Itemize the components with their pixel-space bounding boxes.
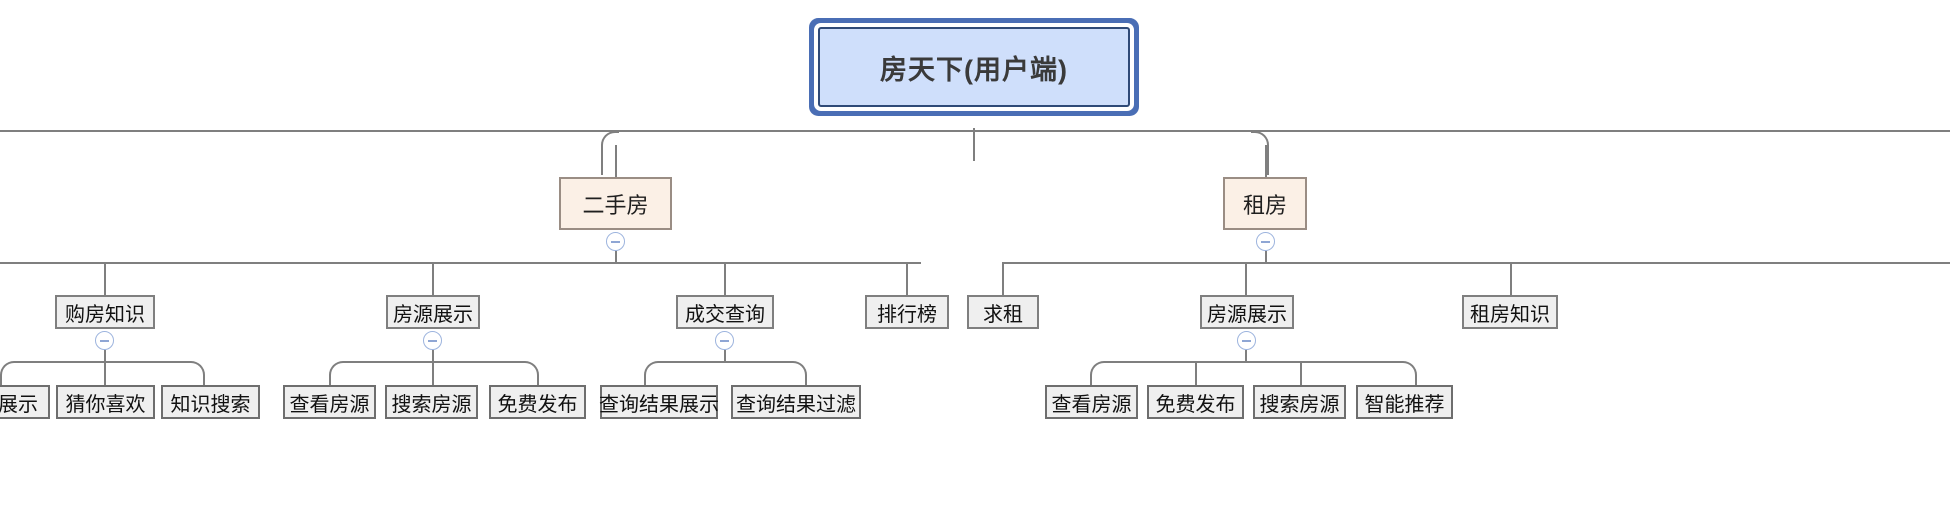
connector-rail-fya-right (432, 361, 523, 363)
node-ershoufang[interactable]: 二手房 (559, 177, 672, 230)
connector-elbow-leaf-zhinengtuijian (1399, 361, 1417, 387)
connector-drop-fangyuanzhanshi-a (432, 262, 434, 295)
connector-ershoufang-drop (615, 251, 617, 263)
minus-glyph (428, 339, 437, 342)
node-root[interactable]: 房天下(用户端) (818, 27, 1130, 107)
collapse-minus-icon-fangyuanzhanshi-a[interactable] (423, 331, 442, 350)
connector-drop-chengjiaochaxun (724, 262, 726, 295)
connector-rail-goufangzhishi-left (14, 361, 104, 363)
node-goufangzhishi[interactable]: 购房知识 (55, 295, 155, 329)
connector-rail-fyb-right (1245, 361, 1401, 363)
connector-ershoufang-rail (0, 262, 921, 264)
leaf-chaxun-jieguo-guolv[interactable]: 查询结果过滤 (731, 385, 861, 419)
leaf-sousuo-fangyuan-a[interactable]: 搜索房源 (385, 385, 478, 419)
connector-drop-leaf-caiNiXihuan (104, 361, 106, 385)
collapse-minus-icon-zufang[interactable] (1256, 232, 1275, 251)
connector-rail-fya-left (343, 361, 432, 363)
connector-fangyuanzhanshi-b-drop (1245, 350, 1247, 362)
minus-glyph (1261, 240, 1270, 243)
node-fangyuanzhanshi-b[interactable]: 房源展示 (1200, 295, 1294, 329)
connector-zufang-rail (1002, 262, 1950, 264)
connector-rail-cjcx-right (724, 361, 791, 363)
leaf-sousuo-fangyuan-b[interactable]: 搜索房源 (1253, 385, 1346, 419)
collapse-minus-icon-fangyuanzhanshi-b[interactable] (1237, 331, 1256, 350)
connector-drop-qiuzu (1002, 262, 1004, 295)
leaf-mianfei-fabu-a[interactable]: 免费发布 (489, 385, 586, 419)
connector-rail-goufangzhishi-right (104, 361, 189, 363)
node-fangyuanzhanshi-a[interactable]: 房源展示 (386, 295, 480, 329)
minus-glyph (720, 339, 729, 342)
connector-drop-leaf-sousuofangyuan-a (432, 361, 434, 385)
connector-main-rail (0, 130, 1950, 132)
connector-elbow-leaf-mianfeifabu-a (521, 361, 539, 387)
collapse-minus-icon-ershoufang[interactable] (606, 232, 625, 251)
connector-zufang-drop (1265, 251, 1267, 263)
connector-elbow-leaf-zhanshi (0, 361, 18, 387)
connector-elbow-leaf-chakanfangyuan-b (1090, 361, 1108, 387)
connector-drop-paihangbang (906, 262, 908, 295)
minus-glyph (100, 339, 109, 342)
connector-fangyuanzhanshi-a-drop (432, 350, 434, 362)
connector-elbow-ershoufang (601, 131, 619, 175)
connector-elbow-zufang (1251, 131, 1269, 175)
connector-rail-fyb-left (1104, 361, 1245, 363)
collapse-minus-icon-chengjiaochaxun[interactable] (715, 331, 734, 350)
leaf-zhanshi[interactable]: 展示 (0, 385, 50, 419)
connector-drop-leaf-sousuofangyuan-b (1300, 361, 1302, 385)
connector-rail-cjcx-left (658, 361, 724, 363)
connector-goufangzhishi-drop (104, 350, 106, 362)
connector-drop-zufangzhishi (1510, 262, 1512, 295)
connector-drop-goufangzhishi (104, 262, 106, 295)
node-paihangbang[interactable]: 排行榜 (865, 295, 949, 329)
minus-glyph (1242, 339, 1251, 342)
minus-glyph (611, 240, 620, 243)
node-qiuzu[interactable]: 求租 (967, 295, 1039, 329)
connector-root-stem (973, 128, 975, 161)
node-zufang[interactable]: 租房 (1223, 177, 1307, 230)
connector-elbow-leaf-zhishisousuo (187, 361, 205, 387)
node-chengjiaochaxun[interactable]: 成交查询 (676, 295, 774, 329)
connector-drop-leaf-mianfeifabu-b (1195, 361, 1197, 385)
leaf-chaxun-jieguo-zhanshi[interactable]: 查询结果展示 (599, 385, 719, 419)
leaf-zhineng-tuijian[interactable]: 智能推荐 (1356, 385, 1453, 419)
leaf-cai-ni-xihuan[interactable]: 猜你喜欢 (56, 385, 155, 419)
connector-elbow-leaf-chaxunjieguozhanshi (644, 361, 662, 387)
connector-drop-fangyuanzhanshi-b (1245, 262, 1247, 295)
connector-elbow-leaf-chakanfangyuan-a (329, 361, 347, 387)
node-zufangzhishi[interactable]: 租房知识 (1462, 295, 1558, 329)
leaf-zhishi-sousuo[interactable]: 知识搜索 (161, 385, 260, 419)
leaf-mianfei-fabu-b[interactable]: 免费发布 (1147, 385, 1244, 419)
connector-stem-zufang (1265, 145, 1267, 177)
leaf-chakan-fangyuan-a[interactable]: 查看房源 (283, 385, 376, 419)
collapse-minus-icon-goufangzhishi[interactable] (95, 331, 114, 350)
connector-elbow-leaf-chaxunjieguoguolv (789, 361, 807, 387)
leaf-chakan-fangyuan-b[interactable]: 查看房源 (1045, 385, 1138, 419)
connector-chengjiaochaxun-drop (724, 350, 726, 362)
connector-stem-ershoufang (615, 145, 617, 177)
